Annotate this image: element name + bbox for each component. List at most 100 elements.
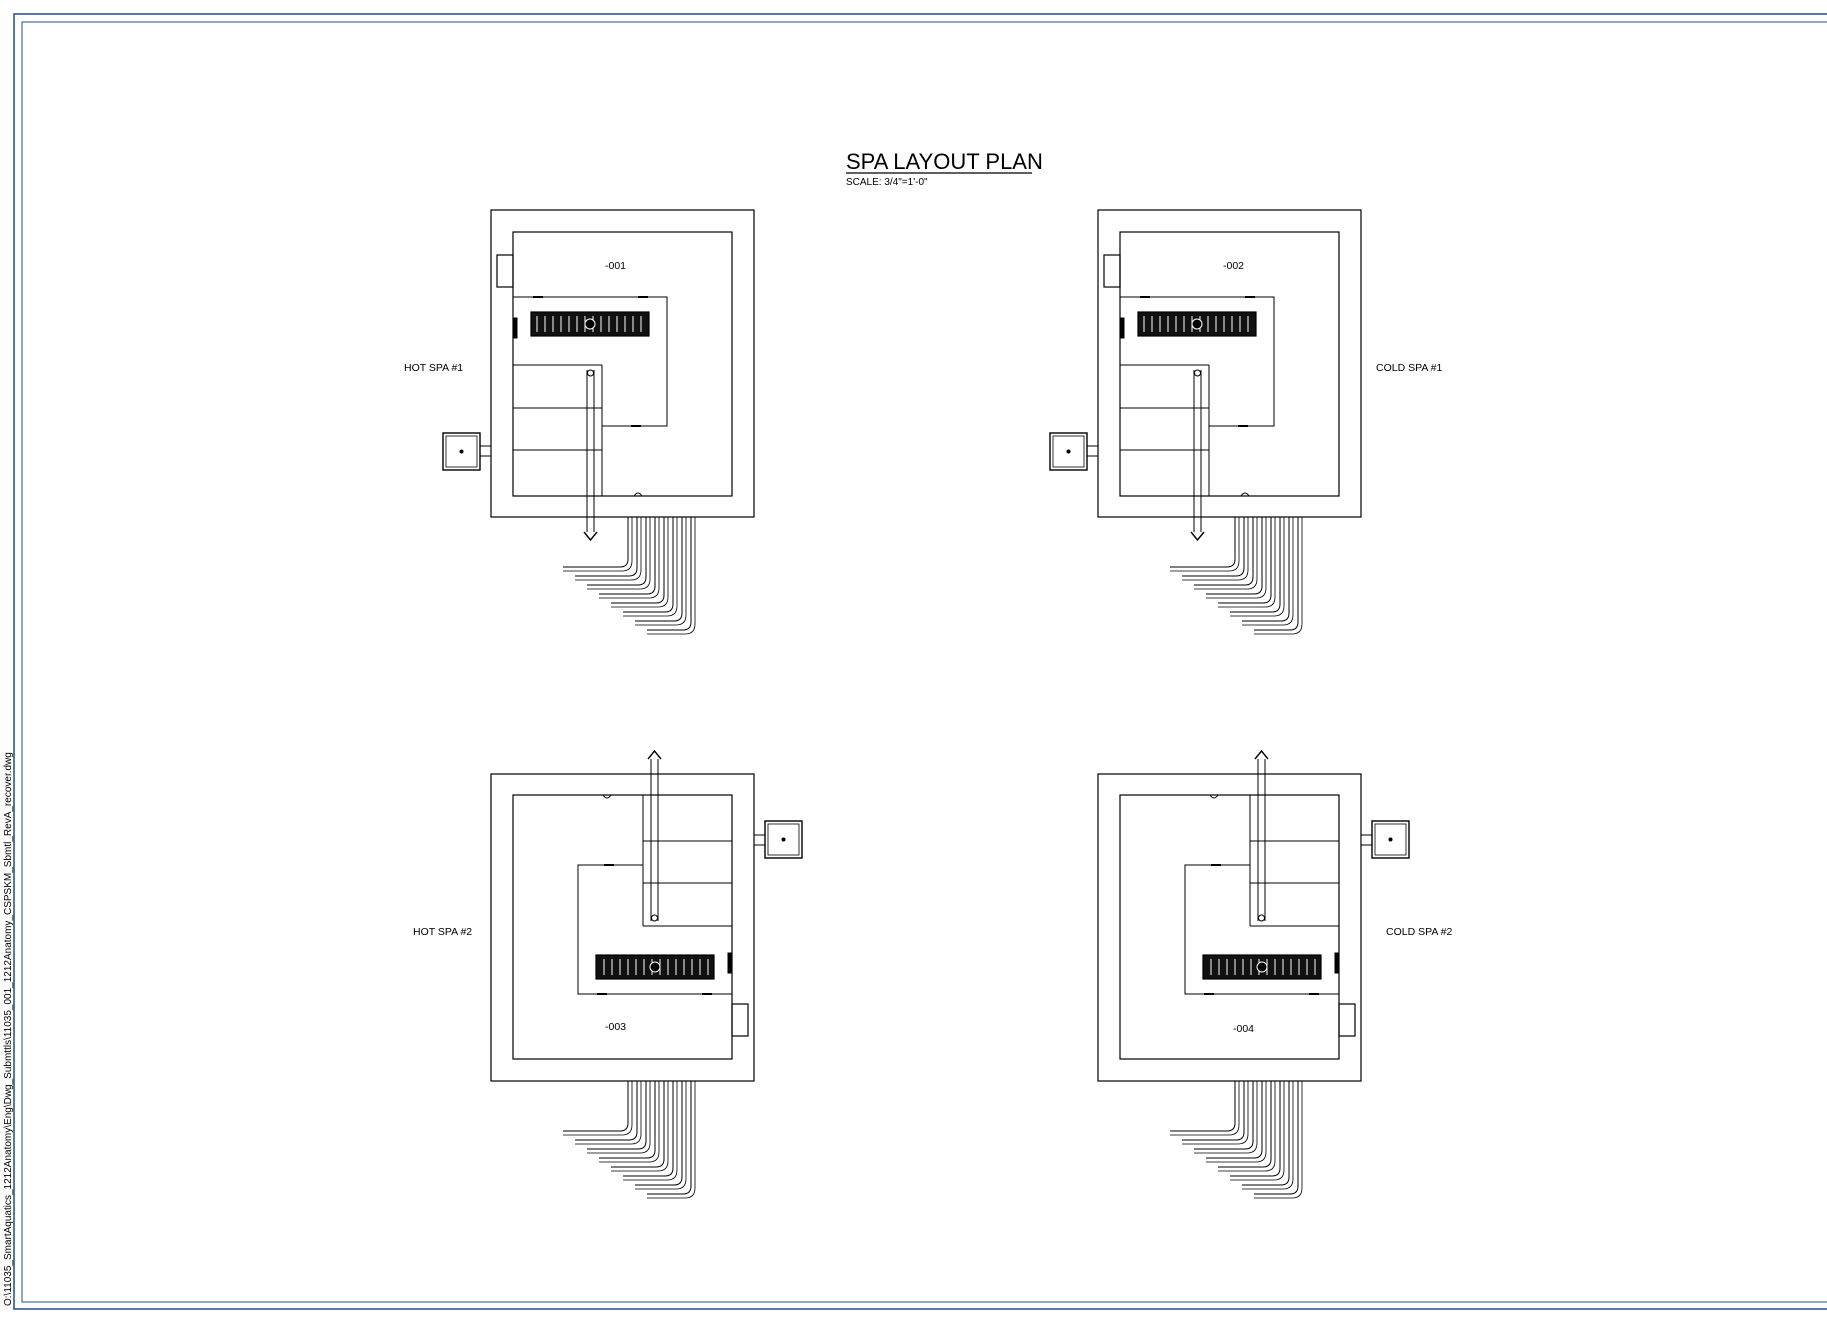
wall-fitting: [512, 317, 518, 339]
pipe-run-wall: [623, 517, 678, 617]
pipe-run: [611, 517, 665, 604]
pipe-run: [1254, 1081, 1299, 1195]
spa-inner-basin: [512, 794, 733, 1060]
pipe-run-wall: [599, 517, 660, 599]
pipe-run: [1230, 1081, 1281, 1177]
pipe-run-wall: [1218, 517, 1276, 608]
pipe-run: [1206, 517, 1263, 595]
piping-bundle: [1170, 1081, 1303, 1199]
spa-label-cold-1: COLD SPA #1: [1376, 362, 1442, 374]
skimmer-box: [731, 1003, 749, 1037]
pipe-run-wall: [599, 1081, 660, 1163]
spa-outer-wall: [490, 773, 755, 1082]
wall-return-fitting: [1240, 492, 1250, 497]
pipe-run-wall: [1194, 517, 1258, 590]
pipe-run: [1230, 517, 1281, 613]
pipe-run-wall: [1194, 1081, 1258, 1154]
equipment-point: [459, 449, 464, 454]
spa-plan-body: [1097, 749, 1410, 1082]
pipe-run-wall: [587, 517, 651, 590]
piping-bundle: [1170, 517, 1303, 635]
wall-return-fitting: [602, 794, 612, 799]
spa-plan-hot-1: [442, 209, 755, 635]
wall-return-fitting: [633, 492, 643, 497]
pipe-run: [563, 1081, 629, 1132]
pipe-run: [1194, 517, 1254, 586]
spa-label-hot-1: HOT SPA #1: [404, 362, 463, 374]
spa-outer-wall: [490, 209, 755, 518]
pipe-run: [1182, 517, 1245, 577]
pipe-run: [623, 1081, 674, 1177]
pipe-run-wall: [1242, 1081, 1294, 1190]
piping-bundle: [563, 1081, 696, 1199]
spa-outer-wall: [1097, 209, 1362, 518]
pipe-run: [623, 517, 674, 613]
wall-return-fitting: [1209, 794, 1219, 799]
pipe-run: [1182, 1081, 1245, 1141]
spa-label-cold-2: COLD SPA #2: [1386, 926, 1452, 938]
spa-plan-cold-1: [1049, 209, 1362, 635]
handrail-end: [583, 531, 598, 542]
pipe-run-wall: [575, 517, 642, 581]
pipe-run: [1206, 1081, 1263, 1159]
pipe-run: [635, 1081, 683, 1186]
pipe-run-wall: [1230, 517, 1285, 617]
pipe-run-wall: [1230, 1081, 1285, 1181]
pipe-run-wall: [1206, 1081, 1267, 1163]
spa-inner-basin: [1119, 231, 1340, 497]
pipe-run-wall: [1170, 1081, 1240, 1136]
equipment-box: [764, 820, 803, 859]
pipe-run: [575, 1081, 638, 1141]
spa-plan-body: [442, 209, 755, 542]
pipe-run-wall: [1206, 517, 1267, 599]
sheet-border-outer: [13, 13, 1827, 1310]
pipe-run: [1242, 1081, 1290, 1186]
drain-center: [584, 318, 596, 330]
pipe-run: [647, 1081, 692, 1195]
pipe-run: [1254, 517, 1299, 631]
pipe-run-wall: [611, 1081, 669, 1172]
sheet-border-inner: [21, 21, 1827, 1303]
drain-center: [1191, 318, 1203, 330]
spa-inner-basin: [1119, 794, 1340, 1060]
pipe-run: [611, 1081, 665, 1168]
file-path-label: O:\11035_SmartAquatics_1212Anatomy\Eng\D…: [3, 752, 14, 1306]
equipment-point: [781, 837, 786, 842]
pipe-run-wall: [635, 517, 687, 626]
handrail-end: [1190, 531, 1205, 542]
pipe-run: [587, 1081, 647, 1150]
pipe-run: [587, 517, 647, 586]
spa-plan-hot-2: [490, 749, 803, 1199]
pipe-run-wall: [1242, 517, 1294, 626]
pipe-run-wall: [647, 517, 696, 635]
pipe-run-wall: [1254, 1081, 1303, 1199]
drain-grate: [1202, 954, 1322, 980]
pipe-run-wall: [635, 1081, 687, 1190]
pipe-run-wall: [563, 1081, 633, 1136]
drawing-title: SPA LAYOUT PLAN: [846, 149, 1043, 174]
pipe-run-wall: [1182, 1081, 1249, 1145]
spa-inner-basin: [512, 231, 733, 497]
skimmer-box: [1103, 254, 1121, 288]
pipe-run: [647, 517, 692, 631]
pipe-run: [1242, 517, 1290, 622]
drawing-scale: SCALE: 3/4"=1'-0": [846, 177, 928, 188]
piping-bundle: [563, 517, 696, 635]
pipe-run: [1218, 1081, 1272, 1168]
equipment-box-inner: [767, 823, 800, 856]
pipe-run-wall: [575, 1081, 642, 1145]
pipe-run: [575, 517, 638, 577]
handrail-end: [647, 749, 662, 760]
handrail-anchor: [1194, 369, 1201, 377]
wall-fitting: [1334, 952, 1340, 974]
pipe-run-wall: [1182, 517, 1249, 581]
drain-grate: [595, 954, 715, 980]
equipment-box: [442, 432, 481, 471]
pipe-run-wall: [611, 517, 669, 608]
equipment-box-inner: [445, 435, 478, 468]
spa-plan-cold-2: [1097, 749, 1410, 1199]
pipe-run: [1218, 517, 1272, 604]
pipe-run: [635, 517, 683, 622]
drain-grate: [530, 311, 650, 337]
